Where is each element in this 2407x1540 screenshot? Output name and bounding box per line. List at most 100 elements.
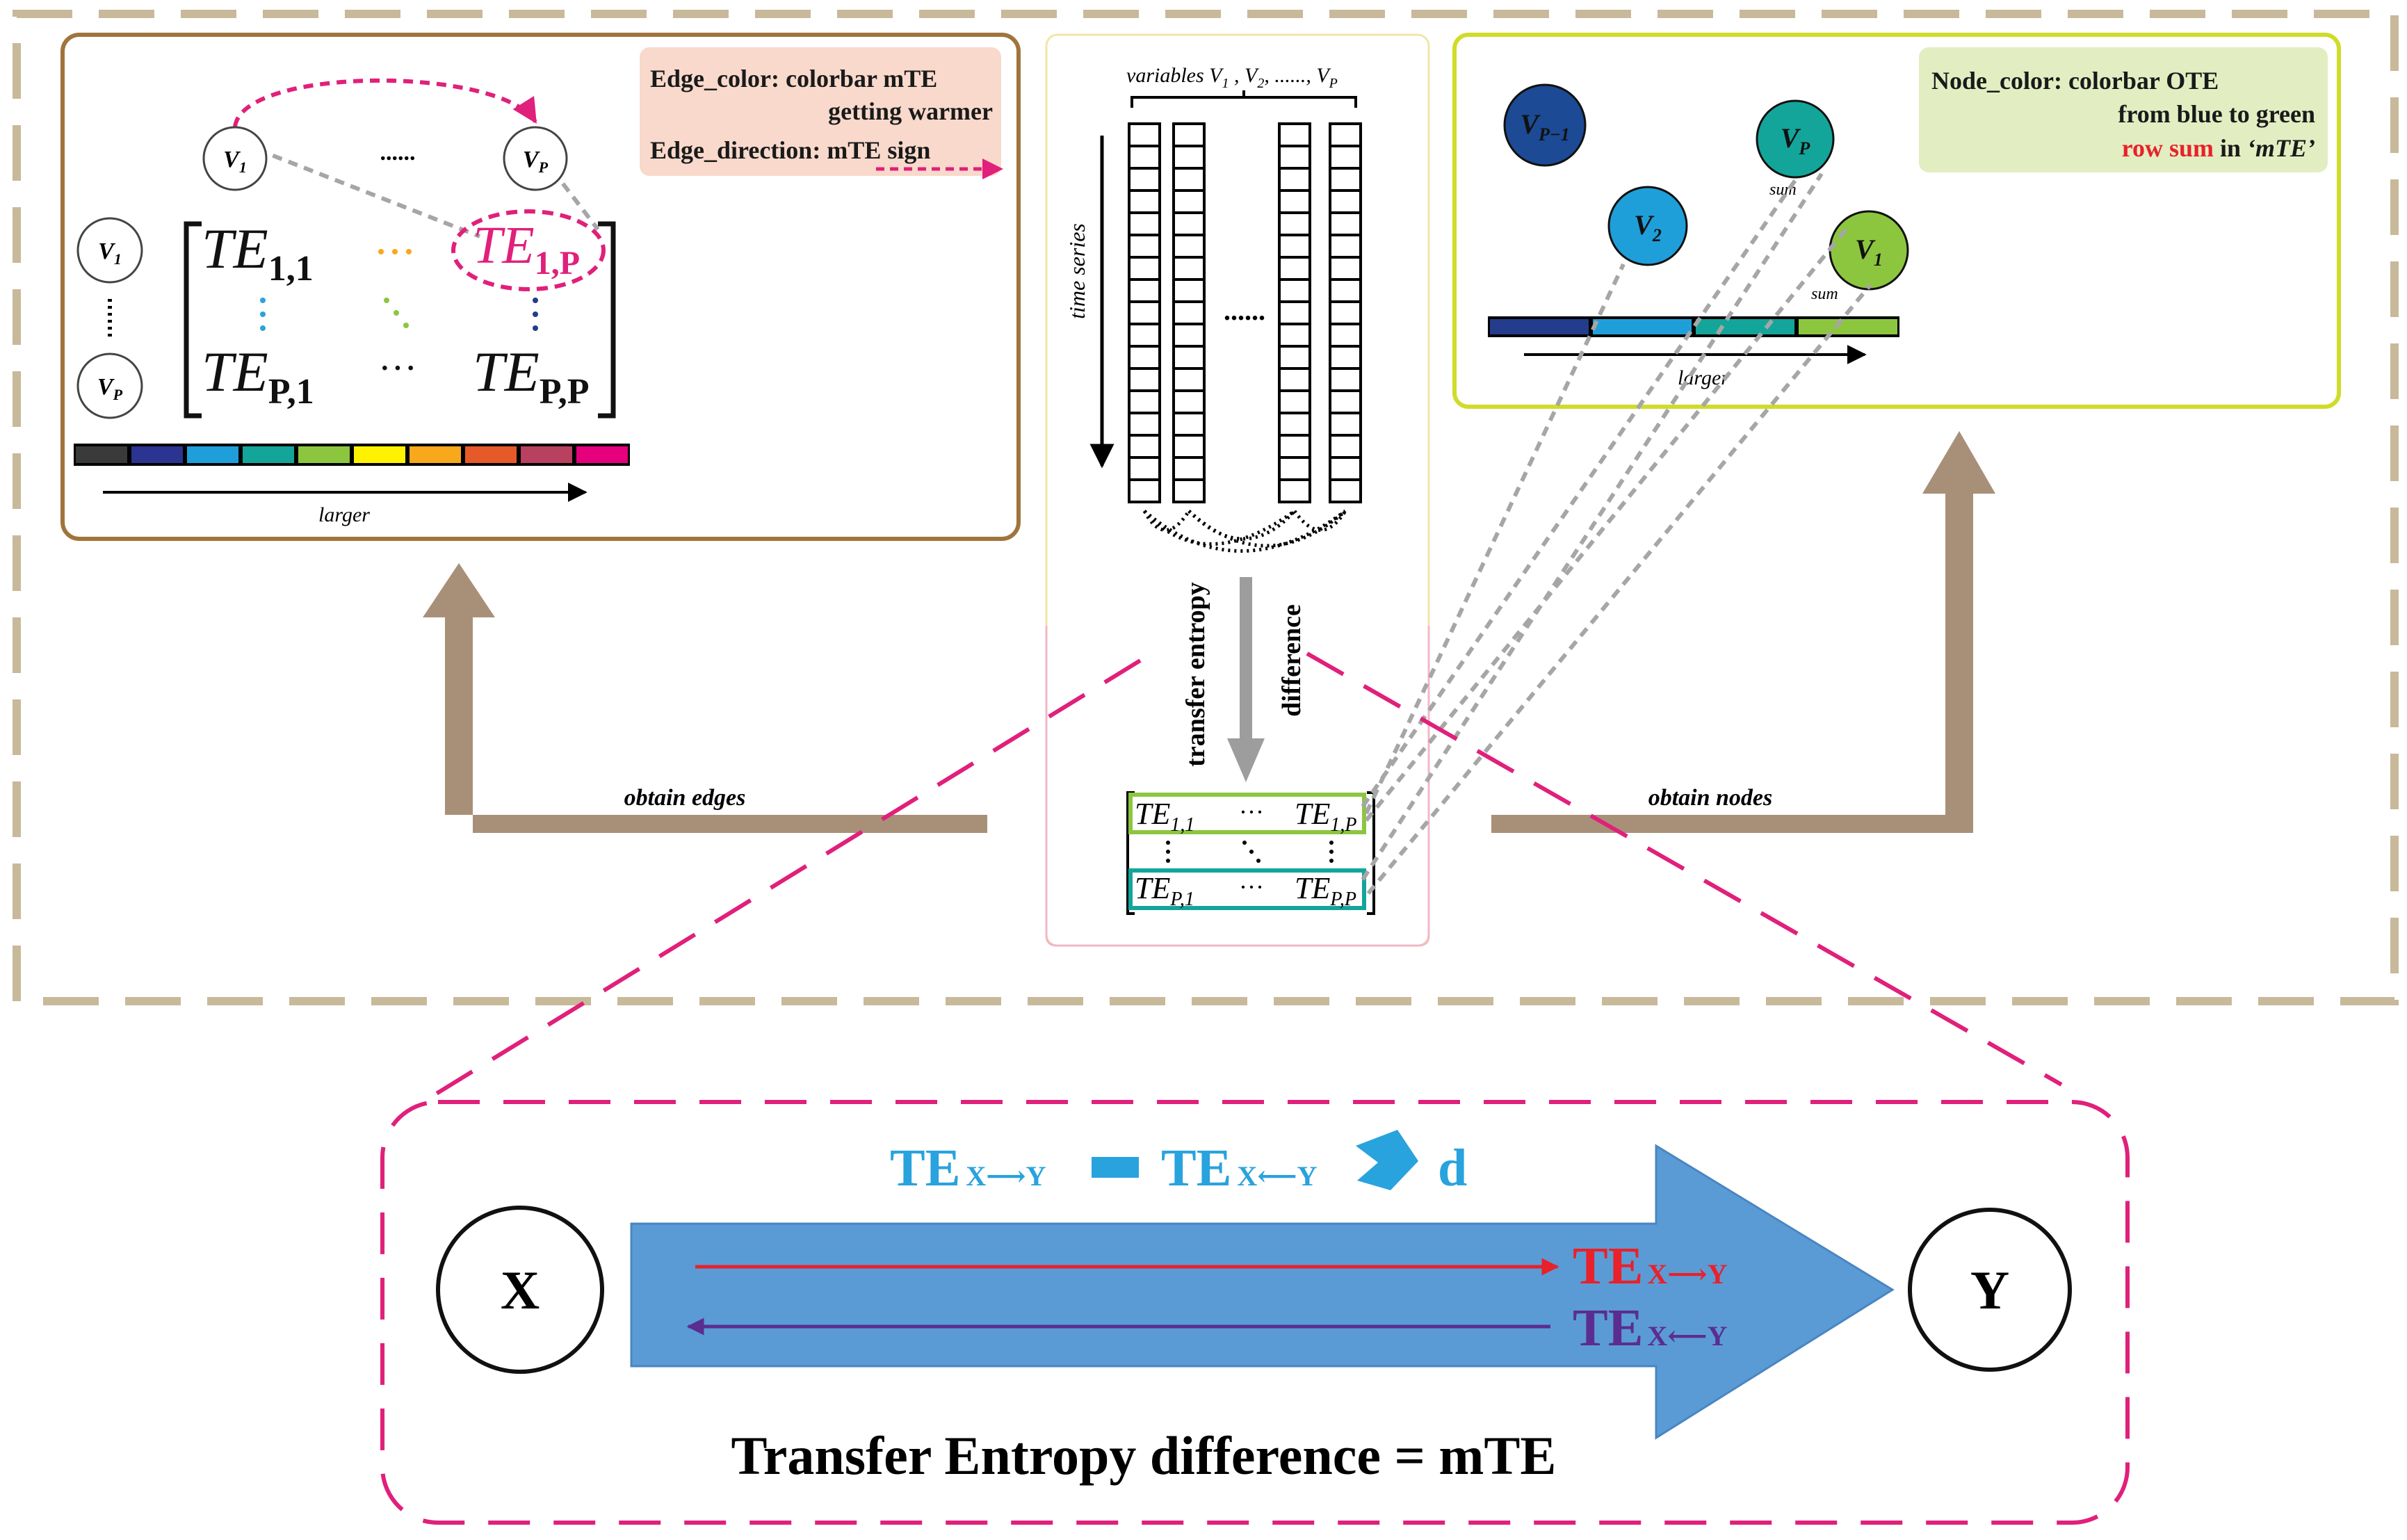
small-top-dots: ··· <box>1239 798 1264 826</box>
time-series-cell <box>1128 256 1161 281</box>
node-vp-colored-label: VP <box>1781 122 1811 159</box>
edge-colorbar-label: larger <box>318 503 370 526</box>
time-series-cell <box>1128 478 1161 503</box>
time-series-cell <box>1172 122 1206 147</box>
time-series-cell <box>1172 167 1206 192</box>
node-vp-top <box>503 126 568 191</box>
time-series-cell <box>1128 345 1161 370</box>
node-v2-colored-label: V2 <box>1634 209 1662 245</box>
time-series-cell <box>1128 234 1161 259</box>
node-color-legend: Node_color: colorbar OTE <box>1931 67 2219 95</box>
colorbar-swatch <box>354 446 405 463</box>
colorbar-swatch <box>298 446 350 463</box>
colorbar-swatch <box>576 446 628 463</box>
time-series-cell <box>1278 234 1311 259</box>
time-series-cell <box>1278 367 1311 392</box>
time-series-cell <box>1329 389 1362 414</box>
small-matrix-last-row-highlight <box>1128 868 1366 910</box>
time-series-cell <box>1128 323 1161 348</box>
colorbar-swatch <box>187 446 238 463</box>
flow-arrows: obtain edges obtain nodes <box>423 431 1995 833</box>
row-sum-links <box>1361 172 1872 895</box>
data-panel: variables V1 , V2, ......, VP time serie… <box>1045 33 1430 947</box>
colorbar-swatch <box>1696 319 1794 334</box>
colorbar-swatch <box>1593 319 1692 334</box>
node-vp-top-label: VP <box>523 147 549 176</box>
time-series-label: time series <box>1064 223 1089 319</box>
node-vp-minus-1 <box>1503 83 1587 167</box>
time-series-cell <box>1329 256 1362 281</box>
time-series-cell <box>1329 189 1362 214</box>
time-series-cell <box>1278 323 1311 348</box>
row-sum-legend: row sum in ‘mTE’ <box>2122 134 2315 162</box>
time-series-cell <box>1278 345 1311 370</box>
time-series-cell <box>1329 211 1362 236</box>
columns-ellipsis: ...... <box>1224 295 1265 326</box>
time-series-cell <box>1329 234 1362 259</box>
node-v1-top <box>202 126 268 191</box>
node-vp-row-label: VP <box>97 374 123 403</box>
time-series-cell <box>1128 122 1161 147</box>
eq-d: d <box>1438 1139 1467 1197</box>
edge-legend-box <box>640 47 1001 176</box>
matrix-te1p: TE1,P <box>473 216 580 282</box>
obtain-nodes-arrow <box>1491 431 1995 833</box>
small-bottom-dots: ··· <box>1239 873 1264 901</box>
time-series-cell <box>1278 478 1311 503</box>
time-series-cell <box>1278 434 1311 459</box>
node-x <box>436 1206 604 1374</box>
time-series-cell <box>1128 300 1161 325</box>
small-te11: TE1,1 <box>1135 797 1194 836</box>
time-series-cell <box>1172 478 1206 503</box>
getting-warmer-legend: getting warmer <box>828 97 993 125</box>
time-series-cell <box>1128 145 1161 170</box>
transfer-entropy-label: transfer entropy <box>1181 582 1210 767</box>
edge-color-legend: Edge_color: colorbar mTE <box>650 65 937 92</box>
variables-brace <box>1130 90 1357 108</box>
small-matrix-dots <box>1166 841 1334 863</box>
outer-dashed-frame <box>13 10 2399 1005</box>
matrix-bottom-dots: ··· <box>378 347 417 390</box>
time-series-cell <box>1278 278 1311 303</box>
edge-colorbar <box>76 446 628 463</box>
time-series-cell <box>1172 345 1206 370</box>
big-transfer-arrow <box>630 1144 1895 1440</box>
time-series-cell <box>1278 145 1311 170</box>
colorbar-swatch <box>1490 319 1589 334</box>
zoom-lines <box>416 651 2063 1108</box>
node-legend-box <box>1919 47 2328 172</box>
mte-panel-border <box>380 1100 2130 1525</box>
node-v1-top-label: V1 <box>223 147 247 176</box>
time-series-cell <box>1172 256 1206 281</box>
difference-label: difference <box>1277 604 1306 717</box>
time-series-cell <box>1329 367 1362 392</box>
time-series-cell <box>1172 189 1206 214</box>
time-series-cell <box>1128 456 1161 481</box>
time-series-cell <box>1278 300 1311 325</box>
small-matrix-right-bracket <box>1367 791 1375 915</box>
time-series-cell <box>1128 211 1161 236</box>
time-series-cell <box>1329 278 1362 303</box>
time-series-cell <box>1172 211 1206 236</box>
eq-minus-sign <box>1092 1157 1139 1178</box>
time-series-cell <box>1329 167 1362 192</box>
process-arrow-shaft <box>1240 577 1252 744</box>
time-series-cell <box>1329 456 1362 481</box>
time-series-cell <box>1278 167 1311 192</box>
colorbar-swatch <box>465 446 517 463</box>
time-series-cell <box>1278 122 1311 147</box>
time-series-cell <box>1128 389 1161 414</box>
time-series-cell <box>1329 145 1362 170</box>
mte-edge-arrow <box>233 78 537 127</box>
node-v1-row <box>76 217 143 284</box>
time-series-cell <box>1172 278 1206 303</box>
time-series-cell <box>1128 367 1161 392</box>
small-tep1: TEP,1 <box>1135 871 1194 910</box>
time-series-cell <box>1278 211 1311 236</box>
time-series-cell <box>1172 300 1206 325</box>
time-series-cell <box>1128 412 1161 437</box>
matrix-dots <box>260 249 538 331</box>
